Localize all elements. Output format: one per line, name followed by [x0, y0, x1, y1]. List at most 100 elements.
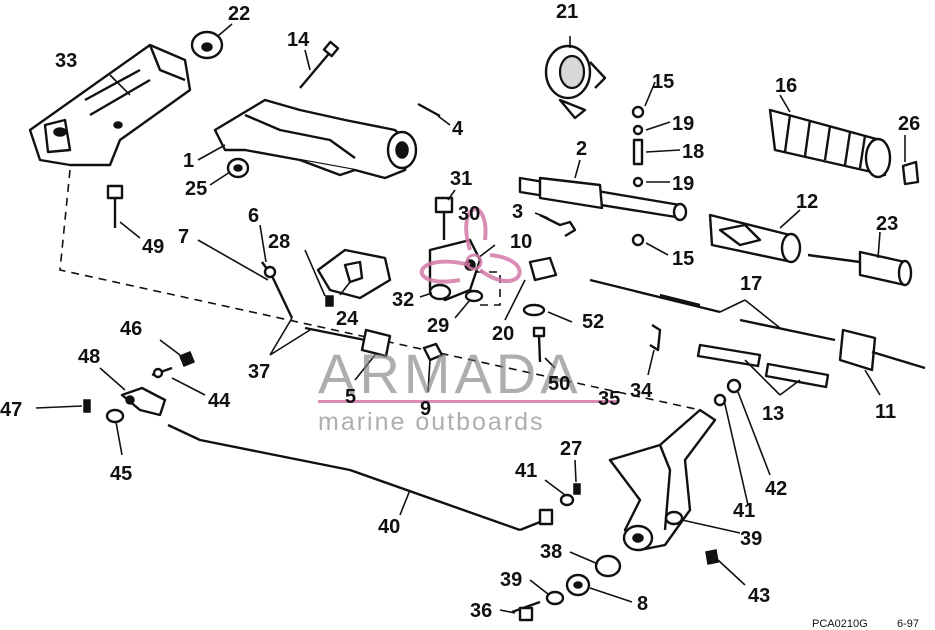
- watermark: ARMADA marine outboards: [318, 207, 618, 436]
- part-47-pin: [83, 399, 91, 413]
- part-18-spring: [632, 138, 644, 166]
- callout-labels: 33 22 14 1 25 4 49 21 15 19 18 19 15 16 …: [0, 1, 920, 622]
- callout-21: 21: [556, 1, 578, 23]
- callout-1: 1: [183, 150, 194, 172]
- callout-2: 2: [576, 138, 587, 160]
- part-9-nut: [422, 342, 444, 362]
- callout-18: 18: [682, 141, 704, 163]
- part-48-rod-end: [120, 386, 167, 417]
- callout-48: 48: [78, 346, 100, 368]
- callout-44: 44: [208, 390, 231, 412]
- part-11-cable-end: [838, 328, 926, 372]
- part-38-bushing: [594, 554, 622, 578]
- part-19-ring-upper: [632, 124, 644, 136]
- callout-31: 31: [450, 168, 472, 190]
- part-43-nut: [705, 549, 719, 565]
- part-42-washer: [726, 378, 742, 394]
- callout-37: 37: [248, 361, 270, 383]
- callout-50: 50: [548, 373, 570, 395]
- callout-35: 35: [598, 388, 620, 410]
- callout-6: 6: [248, 205, 259, 227]
- part-27-pin: [573, 483, 581, 495]
- part-36-bolt: [511, 600, 541, 622]
- part-33-bracket: [28, 43, 192, 167]
- callout-20: 20: [492, 323, 514, 345]
- callout-3: 3: [512, 201, 523, 223]
- part-8-bushing: [565, 573, 591, 597]
- part-28-screw: [325, 295, 334, 307]
- callout-46: 46: [120, 318, 142, 340]
- part-46-nut: [179, 351, 195, 367]
- drawing-code: PCA0210G: [812, 618, 868, 630]
- callout-52: 52: [582, 311, 604, 333]
- part-23-adjuster: [807, 250, 913, 287]
- callout-34: 34: [630, 380, 653, 402]
- callout-14: 14: [287, 29, 310, 51]
- callout-47: 47: [0, 399, 22, 421]
- part-25-bushing: [226, 157, 250, 179]
- callout-49: 49: [142, 236, 164, 258]
- part-14-bolt: [299, 40, 340, 89]
- callout-40: 40: [378, 516, 400, 538]
- part-34-clip: [649, 323, 662, 352]
- callout-38: 38: [540, 541, 562, 563]
- part-32-washer: [428, 283, 452, 301]
- part-49-bolt: [106, 184, 124, 228]
- callout-27: 27: [560, 438, 582, 460]
- callout-9: 9: [420, 398, 431, 420]
- callout-23: 23: [876, 213, 898, 235]
- callout-22: 22: [228, 3, 250, 25]
- leader-lines: [35, 23, 906, 614]
- part-41-washer-upper: [559, 493, 575, 507]
- part-1-tiller-housing: [213, 98, 418, 180]
- callout-33: 33: [55, 50, 77, 72]
- part-39-washer-lower: [545, 590, 565, 606]
- callout-7: 7: [178, 226, 189, 248]
- callout-45: 45: [110, 463, 132, 485]
- dashed-reference-line: [59, 169, 701, 411]
- drawing-date: 6-97: [897, 618, 919, 630]
- callout-5: 5: [345, 386, 356, 408]
- callout-15-lower: 15: [672, 248, 694, 270]
- callout-19-upper: 19: [672, 113, 694, 135]
- callout-13: 13: [762, 403, 784, 425]
- callout-39-lower: 39: [500, 569, 522, 591]
- callout-15-upper: 15: [652, 71, 674, 93]
- callout-24: 24: [336, 308, 359, 330]
- callout-29: 29: [427, 315, 449, 337]
- callout-17: 17: [740, 273, 762, 295]
- callout-39-right: 39: [740, 528, 762, 550]
- callout-41-right: 41: [733, 500, 755, 522]
- callout-16: 16: [775, 75, 797, 97]
- watermark-tagline: marine outboards: [318, 408, 545, 436]
- part-21-throttle-cam: [544, 44, 607, 120]
- callout-28: 28: [268, 231, 290, 253]
- part-35-shift-lever: [608, 408, 717, 552]
- callout-42: 42: [765, 478, 787, 500]
- callout-19-lower: 19: [672, 173, 694, 195]
- part-3-clip: [539, 213, 577, 238]
- part-45-washer: [105, 408, 125, 424]
- part-4-pin: [417, 102, 441, 118]
- part-31-bolt: [434, 196, 454, 240]
- part-37-cable: [304, 326, 392, 358]
- callout-32: 32: [392, 289, 414, 311]
- part-13-tubes: [696, 343, 830, 389]
- part-22-cap: [190, 30, 224, 60]
- part-6-wire-clip: [261, 261, 294, 319]
- part-52-washer: [522, 303, 546, 317]
- callout-41-left: 41: [515, 460, 537, 482]
- part-39-washer-right: [664, 510, 684, 526]
- part-20-connector: [475, 256, 558, 306]
- callout-26: 26: [898, 113, 920, 135]
- part-2-throttle-shaft: [518, 176, 688, 222]
- callout-4: 4: [452, 118, 464, 140]
- part-44-ball-stud: [151, 366, 173, 379]
- watermark-brand: ARMADA: [318, 342, 582, 405]
- part-50-screw: [532, 326, 546, 363]
- callout-43: 43: [748, 585, 770, 607]
- part-26-end-cap: [901, 160, 920, 186]
- part-41-washer-lower: [713, 393, 727, 407]
- callout-30: 30: [458, 203, 480, 225]
